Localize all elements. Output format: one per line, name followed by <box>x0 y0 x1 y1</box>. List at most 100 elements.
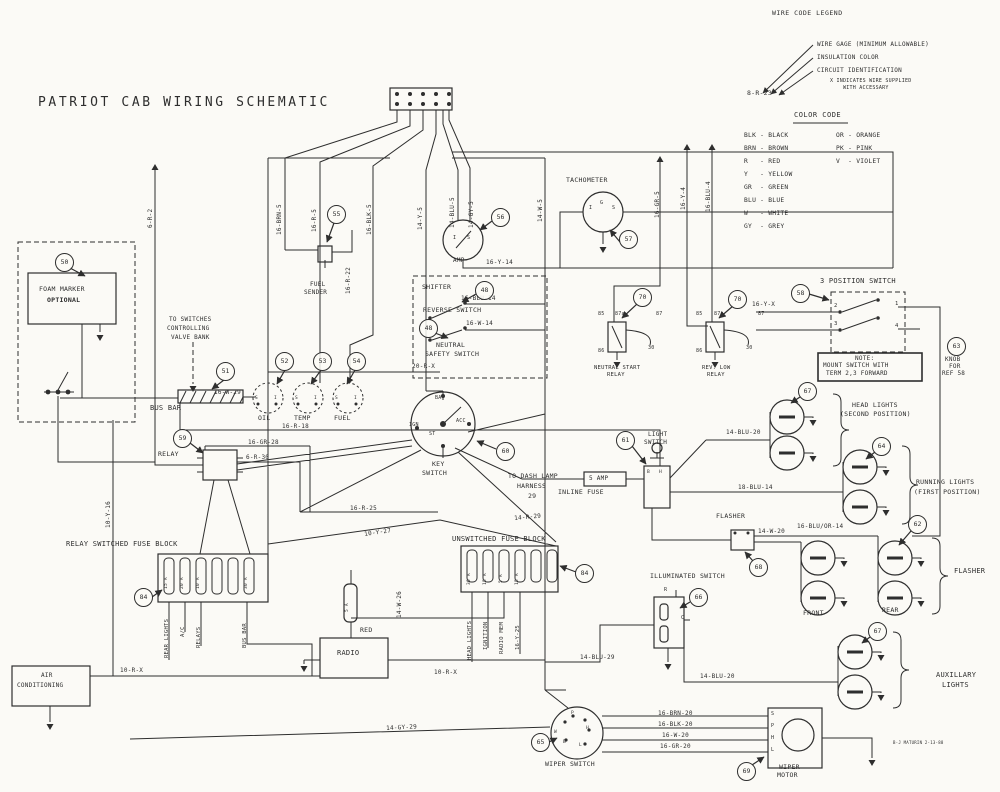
wiper-switch-label: WIPER SWITCH <box>545 760 595 768</box>
temp-gauge-symbol <box>292 382 324 414</box>
oil-terminal-s: S <box>255 396 258 401</box>
dash-lamp-label-3: 29 <box>528 492 537 500</box>
light-switch-terminal-h: H <box>659 470 662 475</box>
schematic-title: PATRIOT CAB WIRING SCHEMATIC <box>38 95 330 110</box>
usfb-circuit-ignition: IGNITION <box>483 621 489 651</box>
running-lamp-2 <box>842 489 878 525</box>
light-switch-label-2: SWITCH <box>644 439 668 446</box>
ws-terminal-h: H <box>586 726 589 731</box>
color-code-w: W - WHITE <box>744 210 789 217</box>
rl-relay-terminal-87: 87 <box>758 311 765 317</box>
ref-circle-68: 68 <box>749 558 768 577</box>
ns-relay-body <box>607 321 627 353</box>
key-terminal-st: ST <box>429 431 436 437</box>
ref-circle-57: 57 <box>619 230 638 249</box>
aux-lamp-1 <box>837 634 873 670</box>
wire-18-blu-14: 18-BLU-14 <box>738 484 773 491</box>
wiper-motor-label-2: MOTOR <box>777 771 798 779</box>
running-lamp-1 <box>842 449 878 485</box>
wire-14-blu-29: 14-BLU-29 <box>580 654 615 661</box>
wire-16-r-5: 16-R-5 <box>311 208 318 232</box>
front-flasher-label: FRONT <box>803 609 824 617</box>
ws-terminal-l: L <box>579 743 582 748</box>
wire-6-r-30: 6-R-30 <box>246 454 270 461</box>
ref-circle-61: 61 <box>616 431 635 450</box>
wire-10-r-x-radio: 10-R-X <box>434 669 458 676</box>
wire-16-blu-4: 16-BLU-4 <box>705 181 712 212</box>
wire-runs <box>44 110 941 758</box>
key-switch-symbol <box>410 391 476 457</box>
head-lamp-2 <box>769 435 805 471</box>
wiper-switch-symbol <box>550 706 604 760</box>
usfb-fuse-value-2: 15 A <box>483 573 488 585</box>
wire-14-gy-29: 14-GY-29 <box>385 723 418 732</box>
foam-marker-label-2: OPTIONAL <box>47 296 81 304</box>
wire-14-gy-5: 14-GY-5 <box>468 200 475 228</box>
color-code-blk: BLK - BLACK <box>744 132 789 139</box>
illuminated-switch-body <box>653 596 685 649</box>
amp-terminal-s: S <box>467 235 471 241</box>
ns-relay-label-2: RELAY <box>607 372 625 378</box>
key-terminal-acc: ACC <box>456 418 466 424</box>
relay-switched-fuse-block <box>157 553 269 603</box>
knob-label-2: FOR <box>949 363 961 370</box>
unswitched-fuse-block <box>460 545 559 593</box>
wiper-motor-rotor <box>781 718 815 752</box>
legend-example-code: 8-R-23 <box>747 89 772 97</box>
fuel-sender-symbol <box>317 245 333 263</box>
foam-marker-label-1: FOAM MARKER <box>39 285 85 293</box>
wire-16-y-14: 16-Y-14 <box>486 259 514 266</box>
amp-gauge-label: AMP <box>453 257 465 264</box>
fuel-sender-label-1: FUEL <box>310 281 326 288</box>
front-flasher-lamp-2 <box>800 580 836 616</box>
knob-label-1: KNOB <box>945 356 961 363</box>
rl-relay-terminal-85: 85 <box>696 311 703 317</box>
dash-lamp-label-2: HARNESS <box>517 482 547 490</box>
head-lamp-1 <box>769 399 805 435</box>
color-code-v: V - VIOLET <box>836 158 881 165</box>
ref-circle-54: 54 <box>347 352 366 371</box>
rear-flasher-lamp-2 <box>877 580 913 616</box>
wire-16-y-x: 16-Y-X <box>752 301 776 308</box>
ref-circle-60: 60 <box>496 442 515 461</box>
aux-lights-label-2: LIGHTS <box>942 681 969 689</box>
head-lights-label-2: (SECOND POSITION) <box>840 410 911 418</box>
flasher-brace-label: FLASHER <box>954 567 986 575</box>
wire-14-blu-20-aux: 14-BLU-20 <box>700 673 735 680</box>
note-box <box>817 352 923 382</box>
wire-14-r-29: 14-R-29 <box>513 512 542 522</box>
wire-16-gr-28: 16-GR-28 <box>248 439 279 446</box>
key-switch-label-1: KEY <box>432 460 445 468</box>
fuel-terminal-s: S <box>335 396 338 401</box>
tach-terminal-g: G <box>600 200 604 206</box>
harness-connector <box>389 87 453 111</box>
key-switch-label-2: SWITCH <box>422 469 447 477</box>
ref-circle-70: 70 <box>633 288 652 307</box>
rl-relay-terminal-86: 86 <box>696 348 703 354</box>
ws-terminal-b: B <box>563 740 566 745</box>
temp-terminal-i: I <box>314 396 317 401</box>
wire-10-r-x-left: 10-R-X <box>120 667 144 674</box>
rl-relay-terminal-87a: 87a <box>714 311 724 317</box>
tachometer-label: TACHOMETER <box>566 176 608 184</box>
color-code-gy: GY - GREY <box>744 223 785 230</box>
neutral-safety-label-1: NEUTRAL <box>436 341 466 349</box>
usfb-fuse-value-1: 30 A <box>467 573 472 585</box>
rear-flasher-label: REAR <box>882 606 899 614</box>
fuel-sender-label-2: SENDER <box>304 289 328 296</box>
rl-relay-label-2: RELAY <box>707 372 725 378</box>
shifter-label: SHIFTER <box>422 283 452 291</box>
relay-label: RELAY <box>158 450 179 458</box>
wire-16-blu-or-14: 16-BLU/OR-14 <box>797 523 844 530</box>
wire-16-blk-5: 16-BLK-5 <box>366 204 373 235</box>
color-code-or: OR - ORANGE <box>836 132 881 139</box>
wire-14-y-5: 14-Y-5 <box>417 206 424 230</box>
wire-16-y-25: 16-Y-25 <box>515 625 521 650</box>
key-terminal-bat: BAT <box>435 395 445 401</box>
illum-slot-2 <box>659 625 669 643</box>
usfb-fuse-value-4: 15 A <box>515 573 520 585</box>
inline-fuse-value: 5 AMP <box>589 475 609 482</box>
ref-circle-69: 69 <box>737 762 756 781</box>
running-lights-label-1: RUNNING LIGHTS <box>916 478 975 486</box>
